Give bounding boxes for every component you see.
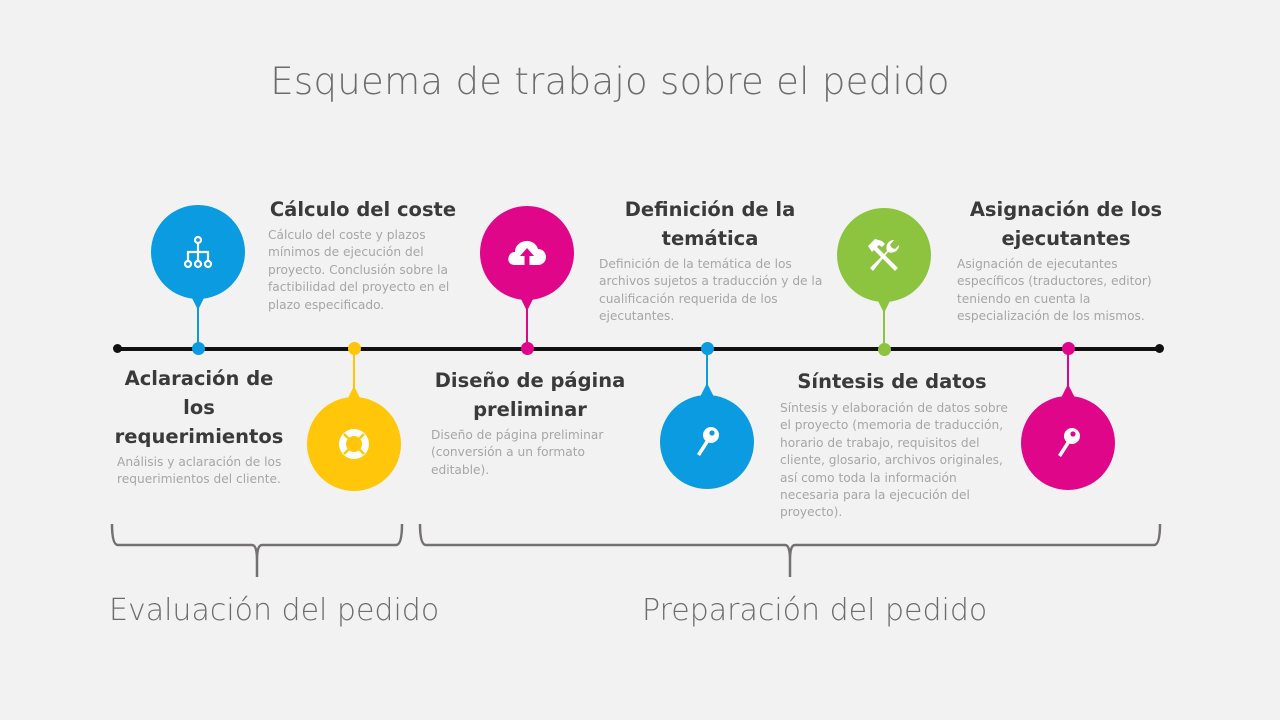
step-3-description: Diseño de página preliminar (conversión … (431, 428, 604, 477)
key-icon (697, 427, 719, 456)
step-4-node (701, 342, 714, 355)
step-1-pin (151, 205, 245, 299)
timeline-line (118, 347, 1160, 351)
timeline-end-dot (1155, 344, 1164, 353)
step-6-stem (1067, 352, 1069, 392)
step-4-heading: Definición de la temática (624, 198, 796, 250)
tools-icon (868, 239, 899, 271)
step-3-pin (480, 206, 574, 300)
step-3-heading: Diseño de página preliminar (434, 369, 626, 421)
step-4-description: Definición de la temática de los archivo… (599, 257, 823, 324)
step-1-node (192, 342, 205, 355)
step-1-pin-tip (190, 294, 206, 310)
step-3-pin-tip (519, 295, 535, 311)
hierarchy-icon (183, 235, 213, 269)
key-icon (1058, 428, 1080, 457)
phase-evaluacion-label: Evaluación del pedido (109, 593, 440, 628)
step-1-heading: Aclaración de los requerimientos (114, 367, 284, 448)
phase-preparacion-label: Preparación del pedido (642, 593, 988, 628)
cloud-upload-icon (508, 241, 546, 265)
step-2-node (348, 342, 361, 355)
slide-title: Esquema de trabajo sobre el pedido (270, 60, 950, 103)
step-3-stem (526, 306, 528, 345)
lifebuoy-icon (339, 429, 369, 459)
step-1-stem (197, 305, 199, 345)
step-2-stem (353, 352, 355, 394)
step-2-description: Cálculo del coste y plazos mínimos de ej… (268, 228, 450, 312)
step-1-description: Análisis y aclaración de los requerimien… (117, 455, 282, 487)
step-5-heading: Síntesis de datos (797, 370, 987, 393)
step-2-heading: Cálculo del coste (269, 198, 457, 221)
step-5-pin (837, 208, 931, 302)
phase-2-bracket (418, 523, 1162, 577)
step-4-pin (660, 395, 754, 489)
step-6-description: Asignación de ejecutantes específicos (t… (957, 257, 1152, 324)
step-5-node (878, 343, 891, 356)
step-6-heading: Asignación de los ejecutantes (969, 198, 1163, 250)
step-6-node (1062, 342, 1075, 355)
step-5-stem (883, 308, 885, 345)
step-4-stem (706, 352, 708, 392)
timeline-start-dot (113, 344, 122, 353)
phase-1-bracket (110, 523, 404, 577)
step-5-pin-tip (876, 297, 892, 313)
step-2-pin (307, 397, 401, 491)
step-5-description: Síntesis y elaboración de datos sobre el… (780, 401, 1008, 520)
step-3-node (521, 342, 534, 355)
step-6-pin (1021, 396, 1115, 490)
